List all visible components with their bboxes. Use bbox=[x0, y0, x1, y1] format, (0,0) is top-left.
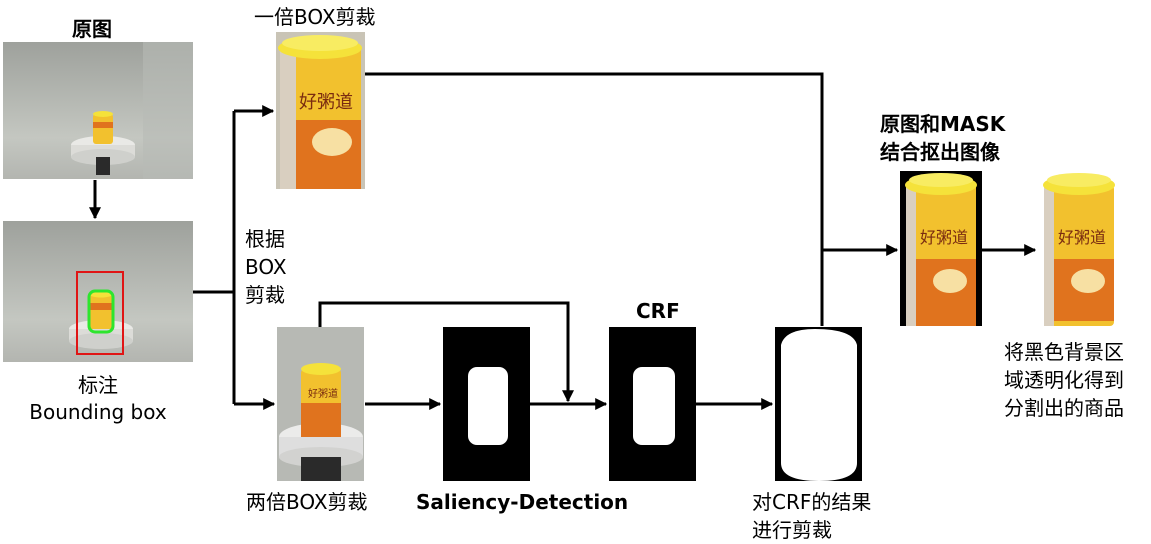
label-annotate-1: 标注 bbox=[78, 373, 118, 397]
two-box-crop-image: 好粥道 bbox=[277, 327, 364, 481]
arrow-crop-to-crf-input bbox=[318, 301, 574, 403]
label-crop-by-box-3: 剪裁 bbox=[245, 283, 285, 307]
label-two-box-crop: 两倍BOX剪裁 bbox=[246, 490, 368, 514]
original-photo bbox=[3, 42, 193, 179]
bounding-box bbox=[76, 271, 124, 355]
label-result-1: 将黑色背景区 bbox=[1004, 340, 1124, 364]
combined-image: 好粥道 bbox=[900, 171, 982, 326]
connector-one-box-crop-down bbox=[365, 72, 824, 326]
label-crf-crop-1: 对CRF的结果 bbox=[752, 490, 872, 514]
label-result-3: 分割出的商品 bbox=[1004, 396, 1124, 420]
brand-text-combined: 好粥道 bbox=[920, 228, 968, 247]
brand-text-two: 好粥道 bbox=[308, 387, 338, 400]
label-result-2: 域透明化得到 bbox=[1004, 368, 1124, 392]
label-crop-by-box-1: 根据 bbox=[245, 227, 285, 251]
label-crop-by-box-2: BOX bbox=[245, 255, 287, 279]
label-one-box-crop: 一倍BOX剪裁 bbox=[254, 5, 376, 29]
object-outline bbox=[87, 289, 115, 334]
label-saliency: Saliency-Detection bbox=[416, 490, 629, 514]
crf-map bbox=[609, 327, 696, 481]
brand-text-one: 好粥道 bbox=[299, 92, 353, 113]
saliency-map bbox=[443, 327, 530, 481]
final-product-image: 好粥道 bbox=[1038, 171, 1120, 326]
label-combine-2: 结合抠出图像 bbox=[880, 140, 1000, 164]
label-crf-crop-2: 进行剪裁 bbox=[752, 518, 832, 542]
annotated-photo bbox=[3, 221, 193, 362]
crf-crop-mask bbox=[775, 327, 862, 481]
label-original: 原图 bbox=[72, 17, 112, 41]
brand-text-final: 好粥道 bbox=[1058, 228, 1106, 247]
label-annotate-2: Bounding box bbox=[29, 400, 167, 424]
one-box-crop-image: 好粥道 bbox=[276, 32, 365, 189]
label-combine-1: 原图和MASK bbox=[880, 112, 1006, 136]
label-crf: CRF bbox=[636, 299, 680, 323]
